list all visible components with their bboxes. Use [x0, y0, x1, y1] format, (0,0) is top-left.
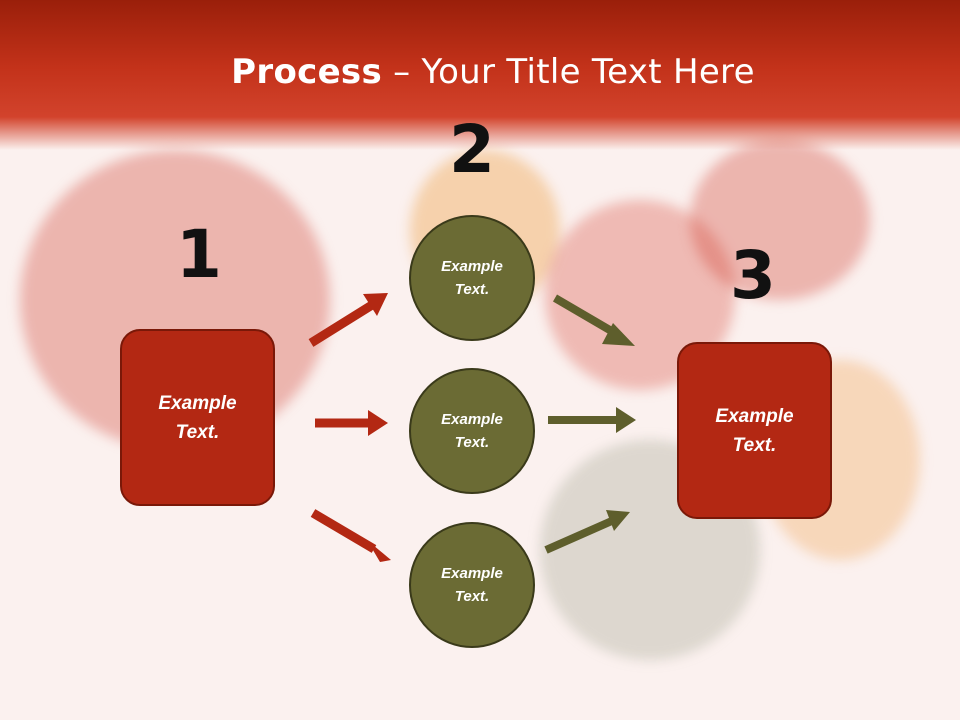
arrow-olive-down [544, 516, 616, 554]
arrow-red-up-head [363, 293, 388, 316]
step-2-circle-1[interactable]: Example Text. [409, 215, 535, 341]
step-number-1: 1 [176, 216, 222, 293]
arrows-olive [544, 294, 636, 554]
step-3-text: Example Text. [715, 405, 794, 456]
step-2-circle-3-text: Example Text. [441, 565, 503, 605]
step-number-3: 3 [730, 237, 776, 314]
title-bar [0, 0, 960, 150]
step-2-circle-1-text: Example Text. [441, 258, 503, 298]
arrow-red-up [308, 301, 375, 347]
step-2-circle-3[interactable]: Example Text. [409, 522, 535, 648]
step-1-box[interactable]: Example Text. [120, 329, 275, 506]
arrow-olive-up [552, 294, 623, 340]
step-number-2: 2 [449, 111, 495, 188]
arrow-red-down-head [367, 540, 391, 562]
title-bold: Process [231, 52, 383, 92]
slide-title[interactable]: Process – Your Title Text Here [0, 52, 960, 92]
step-2-circle-2-text: Example Text. [441, 411, 503, 451]
arrow-olive-up-head [602, 323, 635, 346]
arrows-red [308, 293, 391, 562]
step-3-box[interactable]: Example Text. [677, 342, 832, 519]
arrow-olive-down-head [606, 510, 630, 531]
arrow-red-down [310, 509, 377, 553]
arrow-red-mid-head [368, 410, 388, 436]
step-1-text: Example Text. [158, 392, 237, 443]
title-rest: – Your Title Text Here [382, 52, 755, 92]
arrow-olive-mid-head [616, 407, 636, 433]
step-2-circle-2[interactable]: Example Text. [409, 368, 535, 494]
